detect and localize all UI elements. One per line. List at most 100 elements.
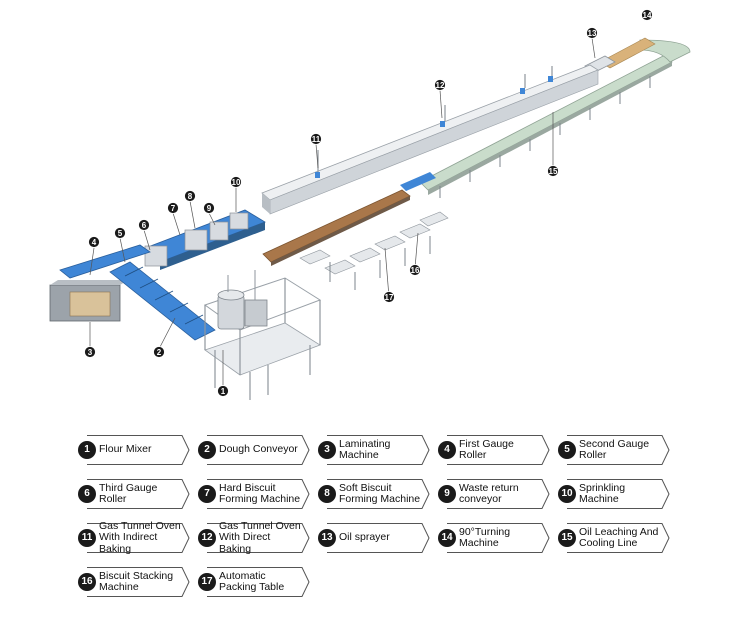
legend-label: Sprinkling Machine [579,481,626,505]
legend-number-badge: 13 [318,529,336,547]
tag-outline [87,567,190,597]
tag-outline [447,523,550,553]
legend-label: Soft Biscuit Forming Machine [339,481,421,505]
legend-number-badge: 10 [558,485,576,503]
callout-badge-10: 10 [230,176,242,188]
turning-machine [599,37,691,69]
legend-number-badge: 5 [558,441,576,459]
legend-number-badge: 3 [318,441,336,459]
svg-text:5: 5 [118,229,123,238]
callout-badge-1: 1 [217,385,229,397]
legend-label: First Gauge Roller [459,437,514,461]
tag-outline [207,435,310,465]
legend-label: Dough Conveyor [219,443,298,456]
legend-number-badge: 4 [438,441,456,459]
legend-label: Gas Tunnel Oven With Indirect Baking [99,519,181,555]
tag-outline [207,479,310,509]
flour-mixer [203,270,322,400]
legend-label: Third Gauge Roller [99,481,158,505]
legend-label: Gas Tunnel Oven With Direct Baking [219,519,301,555]
legend-number-badge: 1 [78,441,96,459]
callout-badge-17: 17 [383,291,395,303]
forming-section [139,209,266,270]
callout-badge-8: 8 [184,190,196,202]
tag-outline [87,435,190,465]
callout-badge-7: 7 [167,202,179,214]
callout-badge-4: 4 [88,236,100,248]
svg-text:12: 12 [436,81,445,90]
legend-number-badge: 14 [438,529,456,547]
legend-label: Flour Mixer [99,443,152,456]
tag-outline [87,523,190,553]
legend-label: Oil Leaching And Cooling Line [579,525,659,549]
tag-outline [87,479,190,509]
legend-number-badge: 6 [78,485,96,503]
legend-label: Oil sprayer [339,531,390,544]
svg-text:11: 11 [312,135,321,144]
tag-outline [327,523,430,553]
callout-badge-15: 15 [547,165,559,177]
callout-badge-12: 12 [434,79,446,91]
svg-text:16: 16 [411,266,420,275]
svg-text:4: 4 [92,238,97,247]
tag-outline [327,435,430,465]
callout-badge-6: 6 [138,219,150,231]
svg-text:7: 7 [171,204,176,213]
legend-number-badge: 15 [558,529,576,547]
svg-text:15: 15 [549,167,558,176]
legend-label: Second Gauge Roller [579,437,650,461]
svg-text:8: 8 [188,192,193,201]
tunnel-oven [261,64,599,215]
svg-text:1: 1 [221,387,226,396]
callout-badge-2: 2 [153,346,165,358]
legend-number-badge: 17 [198,573,216,591]
svg-text:2: 2 [157,348,162,357]
tag-outline [327,479,430,509]
legend-number-badge: 2 [198,441,216,459]
callout-badge-13: 13 [586,27,598,39]
legend-label: Waste return conveyor [459,481,519,505]
packing-table [262,172,449,290]
tag-outline [567,479,670,509]
legend-number-badge: 7 [198,485,216,503]
tag-outline [567,523,670,553]
svg-text:14: 14 [643,11,652,20]
svg-text:9: 9 [207,204,212,213]
legend-label: Automatic Packing Table [219,569,285,593]
svg-text:13: 13 [588,29,597,38]
callout-badge-11: 11 [310,133,322,145]
legend-label: Biscuit Stacking Machine [99,569,174,593]
svg-text:10: 10 [232,178,241,187]
callout-badge-3: 3 [84,346,96,358]
legend-number-badge: 12 [198,529,216,547]
tag-outline [207,523,310,553]
legend-number-badge: 16 [78,573,96,591]
legend-number-badge: 9 [438,485,456,503]
legend-label: 90°Turning Machine [459,525,511,549]
callout-badge-9: 9 [203,202,215,214]
dough-conveyor [109,261,216,341]
callout-badge-14: 14 [641,9,653,21]
callout-badge-16: 16 [409,264,421,276]
callout-badge-5: 5 [114,227,126,239]
